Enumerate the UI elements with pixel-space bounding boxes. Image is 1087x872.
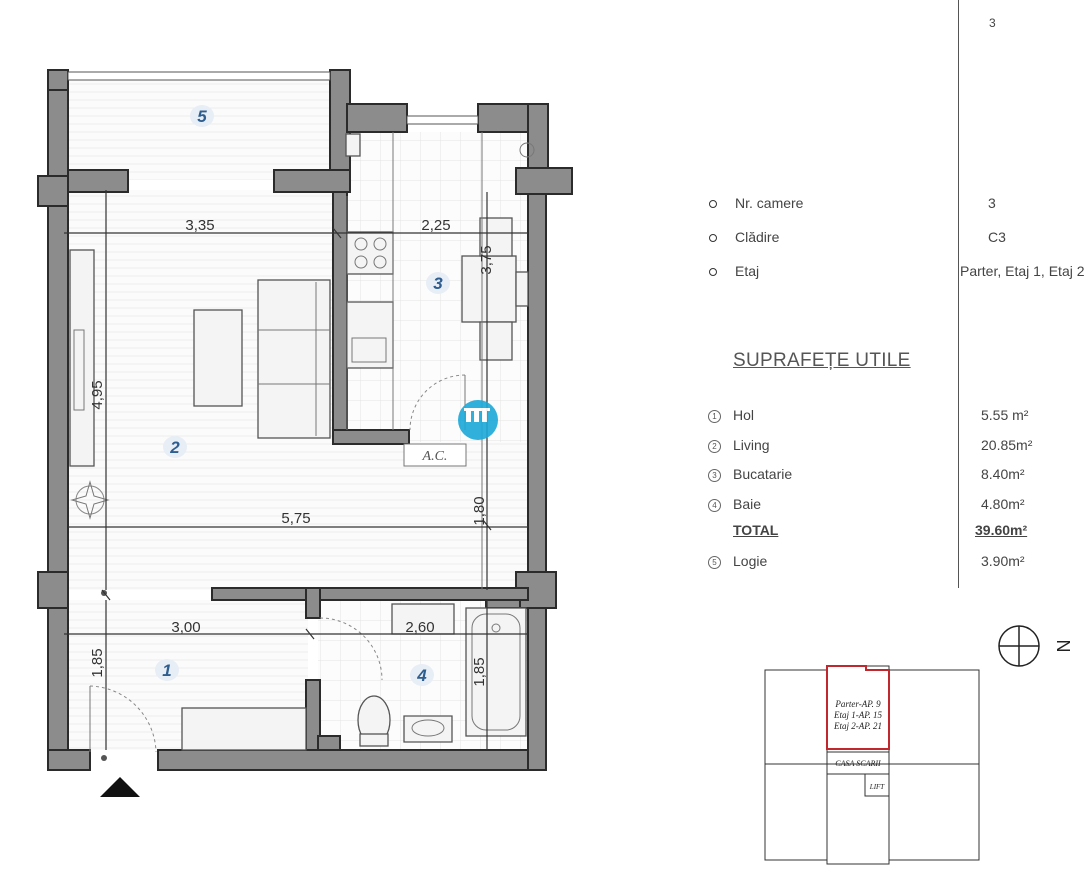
keyplan-stairs: CASA SCARII bbox=[835, 759, 881, 768]
dim-185-bath: 1,85 bbox=[471, 657, 488, 686]
keyplan-lift: LIFT bbox=[869, 783, 886, 791]
info-value-floor: Parter, Etaj 1, Etaj 2 bbox=[960, 263, 1085, 279]
surface-name-living: Living bbox=[733, 437, 770, 453]
surface-value-living: 20.85m² bbox=[981, 437, 1033, 453]
keyplan-apt-ground: Parter-AP. 9 bbox=[834, 699, 881, 709]
surface-name-kitchen: Bucatarie bbox=[733, 466, 793, 482]
dim-225: 2,25 bbox=[421, 217, 450, 234]
stove bbox=[346, 231, 394, 275]
north-label: N bbox=[1053, 640, 1073, 653]
item-number: 4 bbox=[708, 499, 721, 512]
dim-300: 3,00 bbox=[171, 619, 200, 636]
dim-185-hall: 1,85 bbox=[89, 648, 106, 677]
ac-box bbox=[403, 443, 467, 467]
item-number: 3 bbox=[708, 469, 721, 482]
logia-floor bbox=[68, 80, 333, 180]
bullet-icon bbox=[709, 234, 717, 242]
item-number: 5 bbox=[708, 556, 721, 569]
building-key-plan: Parter-AP. 9 Etaj 1-AP. 15 Etaj 2-AP. 21… bbox=[764, 665, 980, 865]
dim-180: 1,80 bbox=[471, 496, 488, 525]
room-number-5: 5 bbox=[197, 107, 207, 126]
room-number-4: 4 bbox=[416, 666, 427, 685]
pipe bbox=[519, 142, 535, 158]
bathtub bbox=[465, 607, 527, 737]
keyplan-apt-floor2: Etaj 2-AP. 21 bbox=[833, 721, 882, 731]
chair bbox=[479, 321, 513, 361]
dim-575: 5,75 bbox=[281, 510, 310, 527]
total-value: 39.60m² bbox=[975, 522, 1028, 538]
watermark-logo bbox=[458, 400, 498, 440]
plant-icon bbox=[70, 480, 110, 520]
surface-value-hol: 5.55 m² bbox=[981, 407, 1029, 423]
entrance-arrow-icon bbox=[100, 777, 140, 797]
surface-name-hol: Hol bbox=[733, 407, 755, 423]
panel-divider bbox=[958, 0, 959, 588]
chair bbox=[479, 217, 513, 257]
ac-label: A.C. bbox=[422, 449, 448, 464]
sofa bbox=[257, 279, 331, 439]
room-number-1: 1 bbox=[162, 661, 171, 680]
info-label-building: Clădire bbox=[735, 229, 780, 245]
logia-railing bbox=[67, 71, 331, 81]
info-value-building: C3 bbox=[988, 229, 1006, 245]
chair bbox=[515, 271, 529, 307]
surface-value-kitchen: 8.40m² bbox=[981, 466, 1025, 482]
dim-375: 3,75 bbox=[478, 245, 495, 274]
coffee-table bbox=[193, 309, 243, 407]
dim-260: 2,60 bbox=[405, 619, 434, 636]
total-label: TOTAL bbox=[733, 522, 779, 538]
tv-screen bbox=[73, 329, 85, 411]
info-label-rooms: Nr. camere bbox=[735, 195, 804, 211]
dimension-lines bbox=[64, 190, 528, 750]
surface-value-bath: 4.80m² bbox=[981, 496, 1025, 512]
floor-plan: A.C. 3,35 2,25 5,75 3,00 2,60 3,75 4,95 … bbox=[37, 69, 573, 797]
wardrobe bbox=[181, 707, 307, 751]
room-number-3: 3 bbox=[433, 274, 443, 293]
surface-value-logia: 3.90m² bbox=[981, 553, 1025, 569]
interior-walls bbox=[211, 191, 529, 751]
bullet-icon bbox=[709, 268, 717, 276]
dim-335: 3,35 bbox=[185, 217, 214, 234]
item-number: 2 bbox=[708, 440, 721, 453]
dim-495: 4,95 bbox=[89, 380, 106, 409]
info-label-floor: Etaj bbox=[735, 263, 760, 279]
kitchen-window bbox=[406, 115, 479, 125]
keyplan-apt-floor1: Etaj 1-AP. 15 bbox=[833, 710, 883, 720]
exterior-walls bbox=[37, 69, 573, 771]
bullet-icon bbox=[709, 200, 717, 208]
surface-name-bath: Baie bbox=[733, 496, 762, 512]
room-number-2: 2 bbox=[169, 438, 180, 457]
compass-icon: N bbox=[998, 625, 1073, 667]
apartment-highlight bbox=[826, 665, 890, 750]
header-value: 3 bbox=[989, 16, 996, 30]
surface-name-logia: Logie bbox=[733, 553, 768, 569]
kitchen-table bbox=[461, 255, 517, 323]
item-number: 1 bbox=[708, 410, 721, 423]
boiler bbox=[345, 133, 361, 157]
surfaces-title: SUPRAFEȚE UTILE bbox=[733, 350, 911, 371]
info-value-rooms: 3 bbox=[988, 195, 996, 211]
